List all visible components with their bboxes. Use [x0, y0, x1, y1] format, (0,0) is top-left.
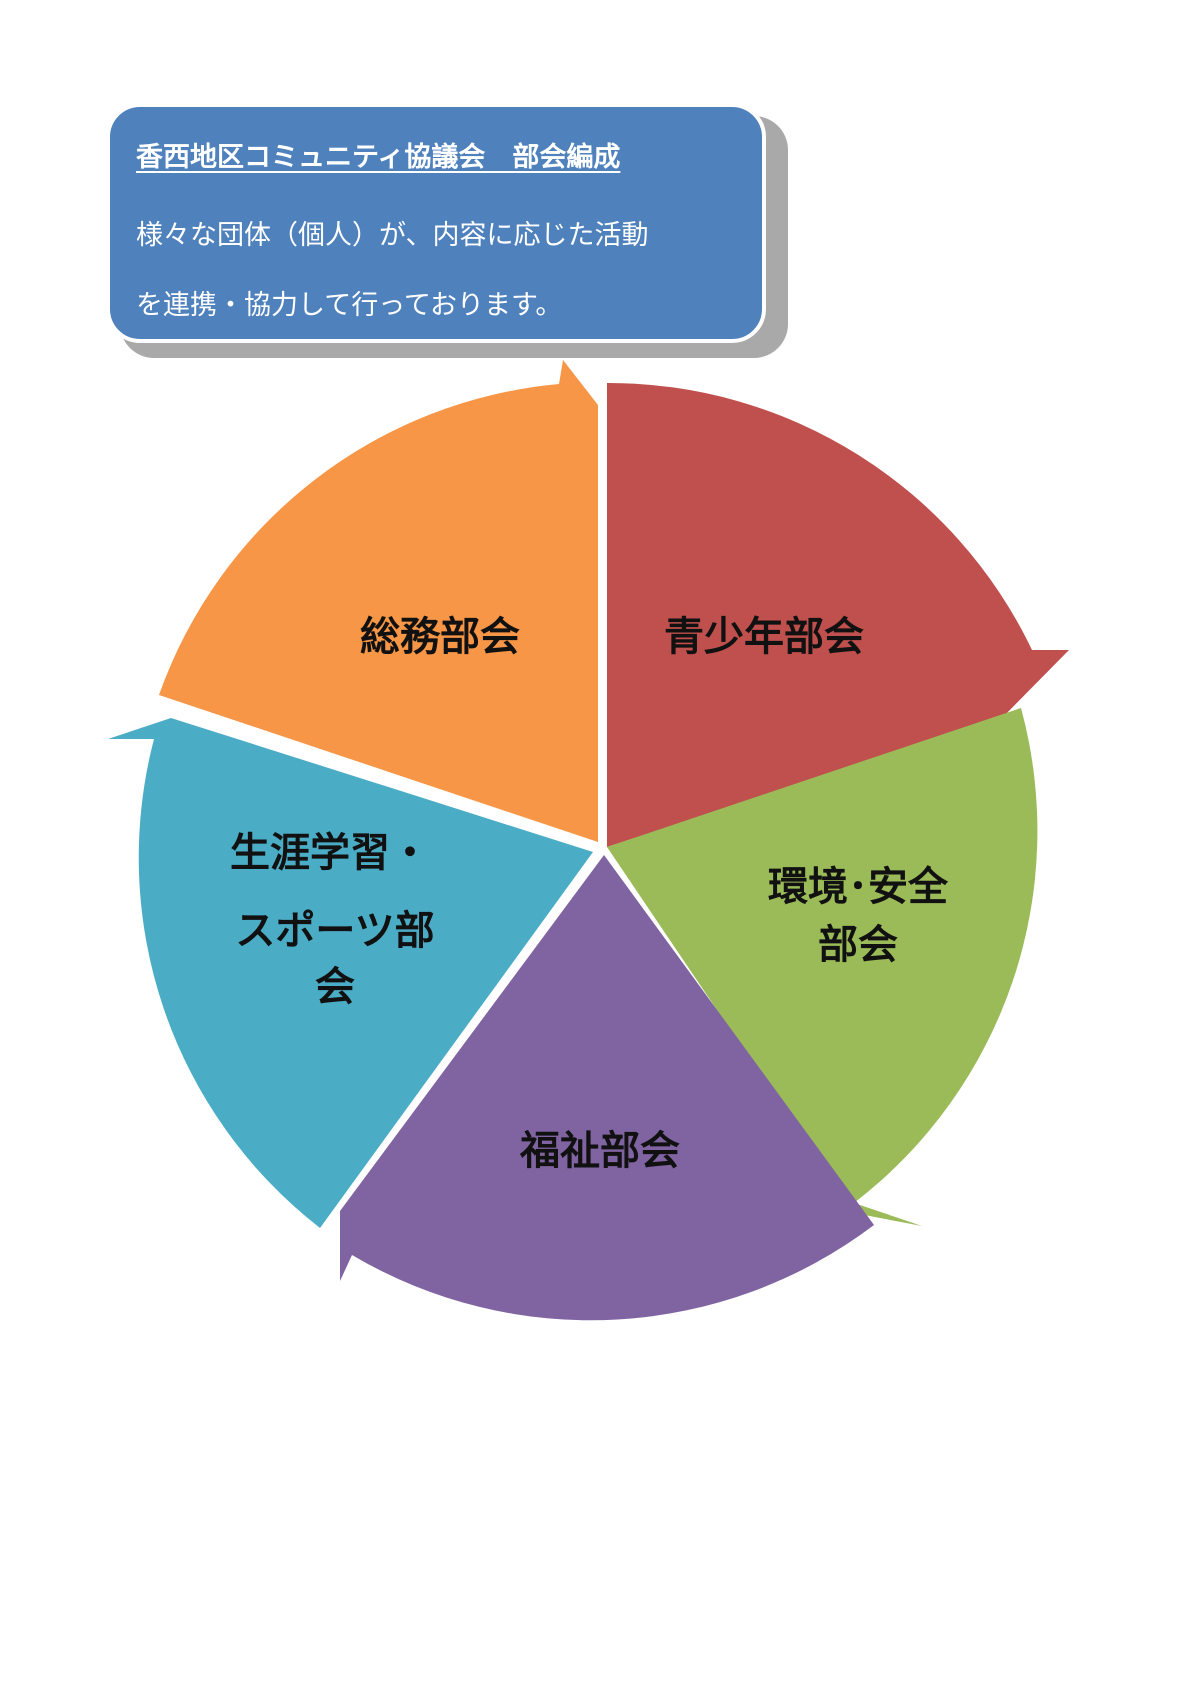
segment-somu-shape — [159, 360, 598, 842]
segment-shogai-shape — [108, 718, 593, 1228]
segment-fukushi-label: 福祉部会 — [519, 1128, 680, 1174]
segment-shogai-label-2: スポーツ部 — [235, 908, 434, 954]
header-box: 香西地区コミュニティ協議会 部会編成 様々な団体（個人）が、内容に応じた活動 を… — [106, 103, 766, 343]
header-body-line-1: 様々な団体（個人）が、内容に応じた活動 — [136, 220, 649, 251]
header-body: 様々な団体（個人）が、内容に応じた活動 を連携・協力して行っております。 — [136, 201, 740, 341]
header-body-line-2: を連携・協力して行っております。 — [136, 290, 563, 321]
segment-fukushi: 福祉部会 — [340, 855, 874, 1321]
segment-seinen-label: 青少年部会 — [664, 614, 864, 660]
segment-somu: 総務部会 — [159, 360, 598, 842]
segment-kankyo-label-1: 環境･安全 — [768, 864, 949, 910]
segment-kankyo-label-2: 部会 — [818, 922, 898, 968]
header-title: 香西地区コミュニティ協議会 部会編成 — [136, 142, 621, 173]
segment-shogai-label-1: 生涯学習・ — [230, 830, 430, 876]
segment-somu-label: 総務部会 — [360, 614, 520, 660]
segment-fukushi-shape — [340, 855, 874, 1321]
segment-kankyo-shape — [607, 708, 1038, 1226]
segment-shogai-label-3: 会 — [315, 964, 355, 1010]
segment-shogai: 生涯学習・ スポーツ部 会 — [108, 718, 593, 1228]
segment-kankyo: 環境･安全 部会 — [607, 708, 1038, 1226]
